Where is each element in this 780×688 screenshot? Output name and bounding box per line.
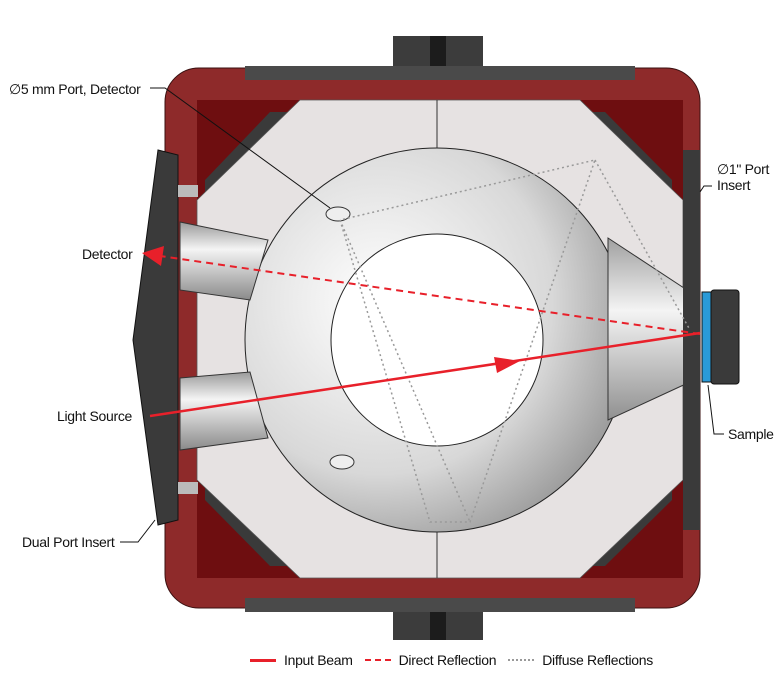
input-beam-arrowhead (494, 357, 520, 373)
detector-port-hole (325, 206, 351, 222)
dual-port-insert (132, 149, 179, 526)
legend: Input Beam Direct Reflection Diffuse Ref… (250, 652, 653, 668)
dual-port-insert-label: Dual Port Insert (22, 534, 115, 550)
detector-label: Detector (82, 246, 133, 262)
port-detector-label: ∅5 mm Port, Detector (9, 81, 141, 97)
detector-port-tube (179, 221, 269, 301)
legend-dashed-swatch (364, 659, 391, 661)
source-port-tube (179, 371, 269, 451)
port-insert (683, 150, 700, 530)
direct-reflection-arrowhead (142, 246, 164, 266)
legend-solid-swatch (250, 658, 276, 662)
input-beam (149, 331, 701, 418)
diffuse-reflections (339, 158, 691, 523)
legend-diffuse-reflections: Diffuse Reflections (542, 652, 653, 668)
legend-input-beam: Input Beam (284, 652, 353, 668)
sample-label: Sample (728, 426, 774, 442)
direct-reflection-beam (159, 255, 701, 335)
port-insert-label-1: ∅1" Port (717, 161, 770, 177)
light-source-label: Light Source (57, 408, 133, 424)
sample (701, 291, 712, 383)
legend-dotted-swatch (508, 659, 535, 661)
leader-lines (120, 87, 724, 543)
port-insert-label-2: Insert (717, 177, 751, 193)
sample-holder (710, 289, 740, 385)
legend-direct-reflection: Direct Reflection (398, 652, 497, 668)
